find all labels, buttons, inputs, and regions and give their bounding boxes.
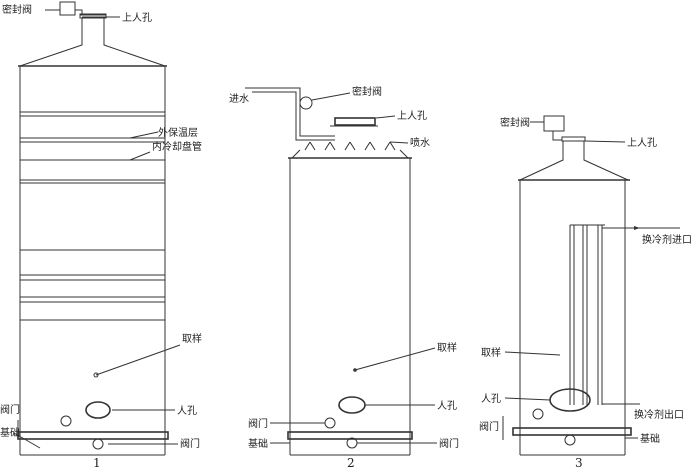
tank-1: 密封阀 上人孔 外保温层 内冷却盘管 取样 阀门 人孔 基础 阀门 1 bbox=[0, 1, 202, 470]
valve bbox=[532, 408, 544, 420]
water-inlet-pipe bbox=[250, 87, 335, 141]
label-valve: 阀门 bbox=[479, 420, 499, 433]
coolant-coil bbox=[569, 224, 680, 405]
label-sampling: 取样 bbox=[481, 346, 501, 359]
label-spray-water: 喷水 bbox=[410, 137, 430, 149]
valve bbox=[60, 415, 72, 427]
label-top-manhole: 上人孔 bbox=[397, 110, 427, 122]
manhole bbox=[85, 401, 111, 419]
label-coolant-outlet: 换冷剂出口 bbox=[634, 408, 684, 421]
label-manhole: 人孔 bbox=[437, 400, 457, 412]
label-manhole: 人孔 bbox=[177, 405, 197, 417]
manhole bbox=[338, 396, 366, 414]
cone-top bbox=[19, 18, 166, 67]
label-seal-valve: 密封阀 bbox=[352, 85, 382, 98]
seal-valve bbox=[299, 96, 313, 110]
tank-3: 密封阀 上人孔 换冷剂进口 取样 人孔 换冷剂出口 阀门 基础 3 bbox=[479, 115, 692, 470]
foundation-band bbox=[17, 431, 169, 440]
bottom-valve bbox=[92, 438, 104, 450]
spray-nozzles bbox=[304, 141, 396, 151]
label-seal-valve: 密封阀 bbox=[500, 116, 530, 129]
label-valve: 阀门 bbox=[248, 417, 268, 430]
foundation-band bbox=[512, 427, 632, 436]
label-manhole: 人孔 bbox=[481, 393, 501, 405]
bands bbox=[20, 111, 165, 321]
label-foundation: 基础 bbox=[0, 426, 20, 439]
label-outer-insulation: 外保温层 bbox=[158, 126, 198, 139]
figure-number: 1 bbox=[93, 456, 101, 470]
label-foundation: 基础 bbox=[640, 432, 660, 445]
label-coolant-inlet: 换冷剂进口 bbox=[642, 233, 692, 246]
foundation-band bbox=[287, 431, 413, 440]
label-water-inlet: 进水 bbox=[229, 93, 249, 105]
figure-number: 3 bbox=[575, 456, 583, 470]
label-sampling: 取样 bbox=[182, 332, 202, 345]
seal-valve-pipe bbox=[75, 9, 106, 16]
top-manhole bbox=[334, 117, 376, 126]
seal-valve-box bbox=[59, 1, 76, 16]
label-bottom-valve: 阀门 bbox=[180, 437, 200, 450]
label-top-manhole: 上人孔 bbox=[122, 12, 152, 24]
top-manhole bbox=[79, 13, 107, 19]
tank-shell bbox=[519, 180, 626, 455]
figure-number: 2 bbox=[347, 456, 355, 470]
seal-valve-box bbox=[543, 115, 565, 132]
cone-top bbox=[519, 141, 629, 181]
top-manhole bbox=[561, 136, 586, 142]
valve bbox=[324, 417, 336, 429]
label-valve: 阀门 bbox=[0, 403, 20, 416]
label-top-manhole: 上人孔 bbox=[627, 137, 657, 149]
tank-2: 进水 密封阀 上人孔 喷水 取样 人孔 阀门 基础 阀门 2 bbox=[229, 85, 459, 470]
label-sampling: 取样 bbox=[437, 341, 457, 354]
label-inner-cooling-coil: 内冷却盘管 bbox=[152, 140, 202, 153]
label-bottom-valve: 阀门 bbox=[439, 437, 459, 450]
label-foundation: 基础 bbox=[248, 437, 268, 450]
tank-shell bbox=[19, 66, 166, 455]
bottom-valve bbox=[564, 434, 576, 446]
tank-shell bbox=[289, 158, 411, 455]
label-seal-valve: 密封阀 bbox=[2, 3, 32, 16]
